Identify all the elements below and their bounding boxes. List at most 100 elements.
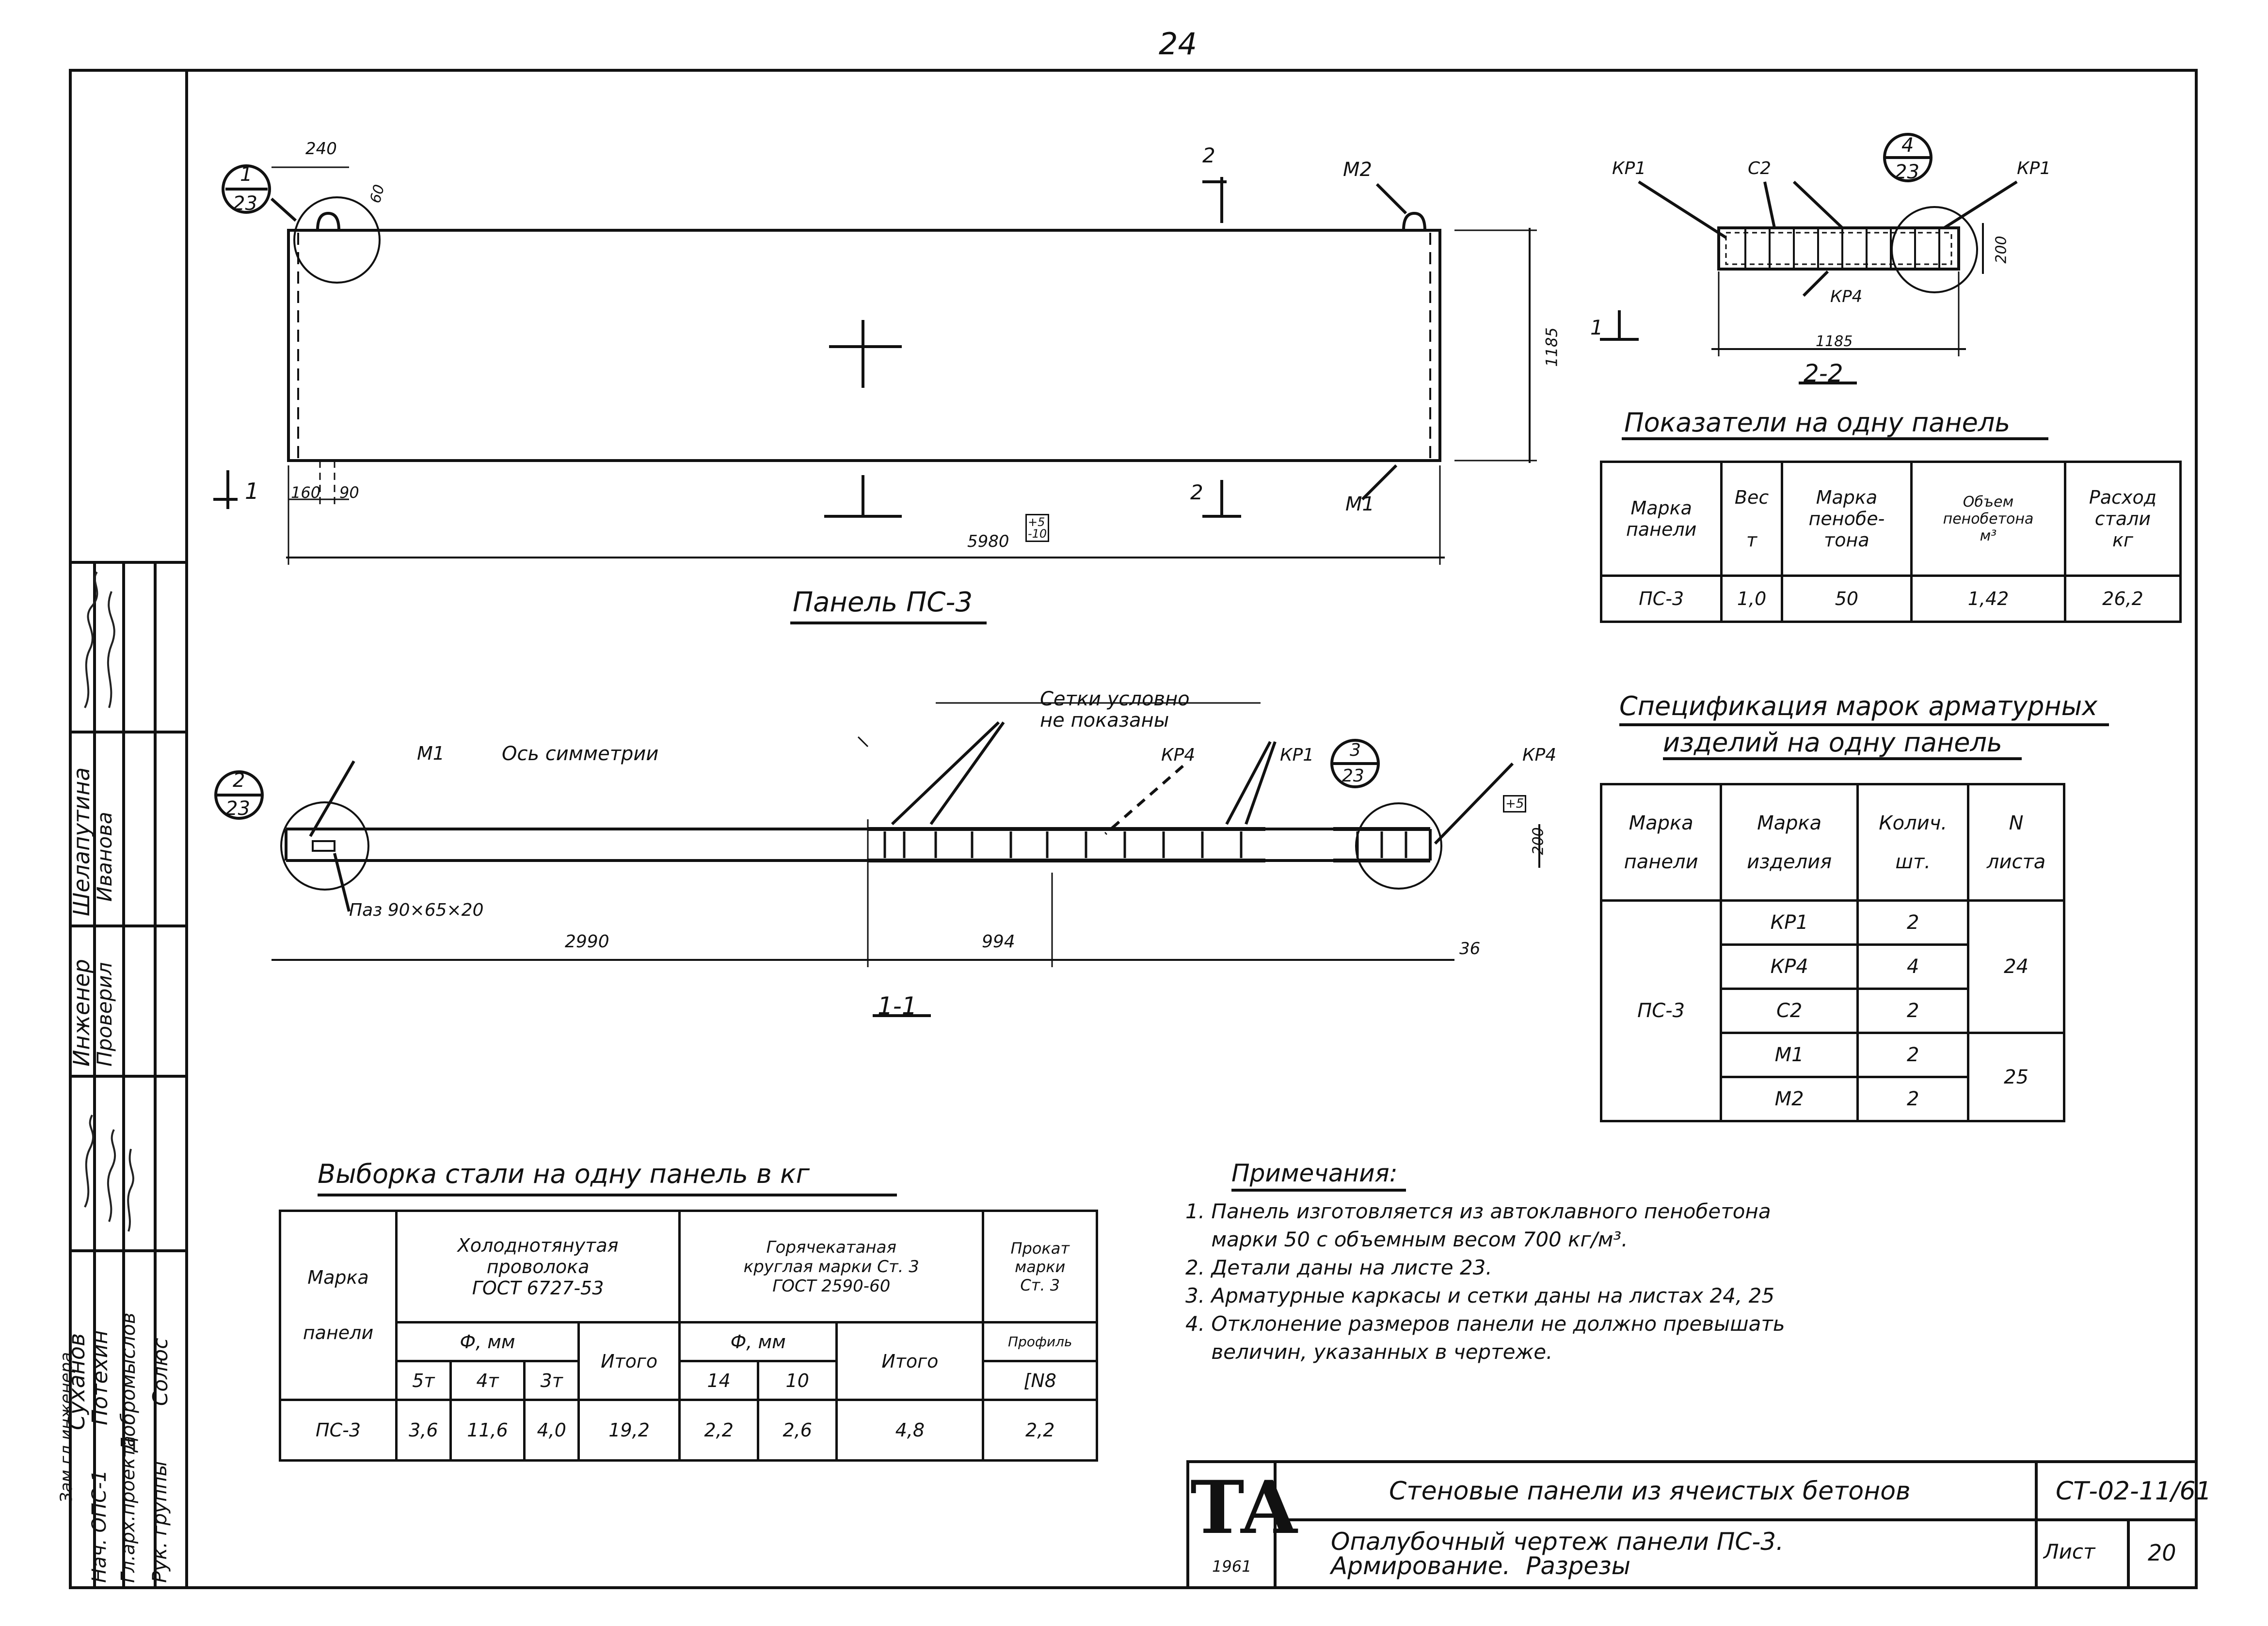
dim-length: 5980 <box>967 532 1009 551</box>
steel-title: Выборка стали на одну панель в кг <box>318 1159 810 1189</box>
table-cell: 19,2 <box>577 1399 681 1462</box>
tol-5: +5 <box>1503 795 1527 813</box>
header-cell: Итого <box>577 1321 681 1401</box>
table-cell: 1,0 <box>1720 574 1783 623</box>
label-axis: Ось симметрии <box>502 743 659 765</box>
table-cell: 26,2 <box>2063 574 2182 623</box>
label-nets-note: Сетки условно не показаны <box>1040 688 1190 732</box>
page-number: 24 <box>1159 26 1197 62</box>
header-cell: Марка панели <box>1599 461 1723 577</box>
section-11-title: 1-1 <box>878 992 917 1020</box>
table-cell: 50 <box>1780 574 1913 623</box>
dim-994: 994 <box>982 932 1015 952</box>
label-kp4-b: КР4 <box>1522 745 1557 765</box>
spec-table: Марка панели Марка изделия Колич. шт. N … <box>1599 783 2065 1122</box>
logo: ТА <box>1190 1465 1299 1550</box>
sheet-title: Опалубочный чертеж панели ПС-3. Армирова… <box>1331 1528 1784 1580</box>
section-1: 1 <box>1590 316 1603 339</box>
note-line: 4. Отклонение размеров панели не должно … <box>1185 1312 1785 1336</box>
note-line: марки 50 с объемным весом 700 кг/м³. <box>1185 1227 1628 1251</box>
header-cell: 10 <box>757 1360 838 1401</box>
label-m1: М1 <box>417 743 445 764</box>
spec-sheet: 24 <box>1967 899 2065 1034</box>
header-cell: Прокат марки Ст. 3 <box>982 1210 1098 1323</box>
header-cell: Холоднотянутая проволока ГОСТ 6727-53 <box>395 1210 681 1323</box>
spec-mark: М2 <box>1720 1076 1859 1122</box>
spec-title-1: Спецификация марок арматурных <box>1619 691 2098 721</box>
drawing1-title: Панель ПС-3 <box>793 587 973 618</box>
note-line: 3. Арматурные каркасы и сетки даны на ли… <box>1185 1284 1775 1307</box>
spec-mark: М1 <box>1720 1032 1859 1078</box>
callout-den: 23 <box>225 797 250 820</box>
label-c2: С2 <box>1748 159 1772 178</box>
header-cell: Ф, мм <box>395 1321 580 1362</box>
section-2-top: 2 <box>1202 143 1215 167</box>
callout-den: 23 <box>1342 766 1364 786</box>
label-slot: Паз 90×65×20 <box>349 900 484 920</box>
notes-title: Примечания: <box>1231 1159 1398 1187</box>
stamp-role: Нач. ОПС-1 <box>88 1469 111 1583</box>
callout-den: 23 <box>1895 161 1919 183</box>
dim-90: 90 <box>339 483 359 502</box>
header-cell: Марка панели <box>1599 783 1723 902</box>
steel-table: Марка панели Холоднотянутая проволока ГО… <box>279 1210 1098 1462</box>
header-cell: Итого <box>835 1321 985 1401</box>
spec-qty: 2 <box>1856 1076 1970 1122</box>
table-cell: 2,2 <box>982 1399 1098 1462</box>
header-cell: 5т <box>395 1360 452 1401</box>
label-kp4: КР4 <box>1830 287 1863 306</box>
header-cell: 14 <box>678 1360 760 1401</box>
spec-qty: 4 <box>1856 943 1970 990</box>
header-cell: Колич. шт. <box>1856 783 1970 902</box>
mark-m2: М2 <box>1343 159 1372 181</box>
indicators-title: Показатели на одну панель <box>1624 407 2011 438</box>
dim-height: 1185 <box>1542 327 1561 367</box>
header-cell: Марка пенобе- тона <box>1780 461 1913 577</box>
sheet-label: Лист <box>2044 1540 2095 1563</box>
header-cell: Объем пенобетона м³ <box>1910 461 2066 577</box>
drawing-code: СТ-02-11/61 <box>2056 1477 2212 1506</box>
spec-panel: ПС-3 <box>1599 899 1723 1122</box>
table-cell: 3,6 <box>395 1399 452 1462</box>
dim-240: 240 <box>305 139 337 159</box>
note-line: величин, указанных в чертеже. <box>1185 1340 1553 1364</box>
callout-den: 23 <box>233 192 257 215</box>
header-cell: Ф, мм <box>678 1321 838 1362</box>
dim-200: 200 <box>1993 236 2010 264</box>
series-title: Стеновые панели из ячеистых бетонов <box>1389 1477 1911 1506</box>
table-cell: 2,2 <box>678 1399 760 1462</box>
label-kp1: КР1 <box>1280 745 1314 765</box>
callout-num: 1 <box>240 163 253 186</box>
header-cell: Горячекатаная круглая марки Ст. 3 ГОСТ 2… <box>678 1210 985 1323</box>
section-2-bottom: 2 <box>1190 480 1203 504</box>
section-22-title: 2-2 <box>1804 359 1843 387</box>
dim-160: 160 <box>291 483 321 502</box>
section-1-left: 1 <box>245 478 259 504</box>
table-cell: 1,42 <box>1910 574 2066 623</box>
note-line: 1. Панель изготовляется из автоклавного … <box>1185 1199 1771 1223</box>
table-cell: 4,8 <box>835 1399 985 1462</box>
mark-m1: М1 <box>1345 493 1374 515</box>
header-cell: 3т <box>523 1360 580 1401</box>
dim-200: 200 <box>1530 827 1547 855</box>
spec-title-2: изделий на одну панель <box>1663 727 2002 758</box>
dim-2990: 2990 <box>565 932 609 952</box>
table-cell: ПС-3 <box>279 1399 398 1462</box>
table-cell: ПС-3 <box>1599 574 1723 623</box>
header-cell: Расход стали кг <box>2063 461 2182 577</box>
table-cell: 4,0 <box>523 1399 580 1462</box>
label-kp1-left: КР1 <box>1612 159 1646 178</box>
header-cell: Профиль <box>982 1321 1098 1362</box>
spec-qty: 2 <box>1856 1032 1970 1078</box>
header-cell: [N8 <box>982 1360 1098 1401</box>
spec-mark: КР4 <box>1720 943 1859 990</box>
header-cell: Вес т <box>1720 461 1783 577</box>
dim-1185: 1185 <box>1816 333 1853 350</box>
stamp-role: Рук. группы <box>149 1461 171 1583</box>
table-cell: 2,6 <box>757 1399 838 1462</box>
stamp-role: Гл.арх.проекта <box>117 1435 139 1583</box>
indicators-table: Марка панели Вес т Марка пенобе- тона Об… <box>1599 461 2182 623</box>
signatures <box>84 571 134 1232</box>
header-cell: Марка изделия <box>1720 783 1859 902</box>
